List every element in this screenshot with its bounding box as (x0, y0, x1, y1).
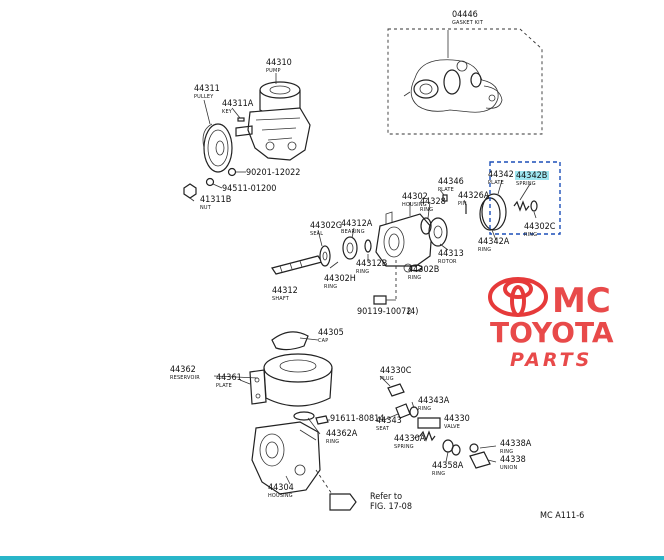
pump-internals (271, 161, 561, 305)
part-name-44342A: RING (478, 247, 491, 253)
watermark: MC TOYOTA PARTS (488, 277, 614, 371)
part-name-44338A: RING (500, 449, 513, 455)
part-name-44330C: PLUG (380, 376, 394, 382)
part-name-44326A: PIN (458, 201, 467, 207)
part-no-44342B: 44342B (516, 171, 547, 181)
part-no-44313: 44313 (438, 249, 464, 259)
part-no-44358A: 44358A (432, 461, 464, 471)
part-no-44362A: 44362A (326, 429, 358, 439)
part-name-44311: PULLEY (194, 94, 214, 100)
part-no-91611-80814: 91611-80814 (330, 414, 384, 424)
part-name-90119-10072: (4) (407, 307, 418, 317)
bottom-bar (0, 556, 664, 560)
part-no-44311A: 44311A (222, 99, 254, 109)
part-no-04446: 04446 (452, 10, 478, 20)
part-no-44361: 44361 (216, 373, 242, 383)
part-no-44330: 44330 (444, 414, 470, 424)
part-no-44302H: 44302H (324, 274, 356, 284)
part-name-44302G: SEAL (310, 231, 323, 237)
watermark-brand-toyota: TOYOTA (490, 316, 614, 349)
part-no-44343: 44343 (376, 416, 402, 426)
part-name-44362A: RING (326, 439, 339, 445)
part-no-44342A: 44342A (478, 237, 510, 247)
part-no-44330A: 44330A (394, 434, 426, 444)
part-no-44302C: 44302C (524, 222, 556, 232)
part-no-44310: 44310 (266, 58, 292, 68)
refer-note-line1: Refer to (370, 492, 402, 502)
gasket-kit-inset (387, 28, 543, 135)
part-no-44362: 44362 (170, 365, 196, 375)
part-name-44312A: BEARING (341, 229, 365, 235)
part-name-44302C: RING (524, 232, 537, 238)
part-name-44330A: SPRING (394, 444, 414, 450)
part-name-44330: VALVE (444, 424, 460, 430)
part-name-44312B: RING (356, 269, 369, 275)
part-name-04446: GASKET KIT (452, 20, 484, 26)
part-no-44330C: 44330C (380, 366, 412, 376)
highlight-44342B (515, 171, 549, 180)
part-name-44343: SEAT (376, 426, 390, 432)
part-name-44328: RING (420, 207, 433, 213)
part-no-44343A: 44343A (418, 396, 450, 406)
part-no-44302B: 44302B (408, 265, 439, 275)
part-no-44312: 44312 (272, 286, 298, 296)
part-name-44346: PLATE (438, 187, 454, 193)
refer-note-line2: FIG. 17-08 (370, 502, 412, 512)
part-no-44312A: 44312A (341, 219, 373, 229)
reservoir-assembly (213, 331, 497, 511)
part-name-44361: PLATE (216, 383, 232, 389)
pump-assembly (183, 73, 311, 202)
toyota-emblem-icon (488, 277, 548, 317)
part-no-90119-10072: 90119-10072 (357, 307, 411, 317)
part-no-44304: 44304 (268, 483, 294, 493)
watermark-brand-parts: PARTS (510, 349, 592, 371)
part-no-44338: 44338 (500, 455, 526, 465)
part-name-44302H: RING (324, 284, 337, 290)
part-name-44311A: KEY (222, 109, 233, 115)
part-no-44328: 44328 (420, 197, 446, 207)
part-no-90201-12022: 90201-12022 (246, 168, 300, 178)
part-no-44338A: 44338A (500, 439, 532, 449)
part-no-44326A: 44326A (458, 191, 490, 201)
figure-code: MC A111-6 (540, 511, 584, 521)
part-name-44343A: RING (418, 406, 431, 412)
part-name-44338: UNION (500, 465, 517, 471)
part-no-94511-01200: 94511-01200 (222, 184, 276, 194)
part-no-41311B: 41311B (200, 195, 231, 205)
part-name-44304: HOUSING (268, 493, 293, 499)
watermark-brand-mc: MC (552, 281, 611, 321)
part-name-44342: PLATE (488, 180, 504, 186)
part-name-44312: SHAFT (272, 296, 290, 302)
part-name-44342B: SPRING (516, 181, 536, 187)
part-no-44312B: 44312B (356, 259, 387, 269)
part-name-44305: CAP (318, 338, 328, 344)
part-name-44302: HOUSING (402, 202, 427, 208)
part-name-44310: PUMP (266, 68, 281, 74)
part-no-44346: 44346 (438, 177, 464, 187)
part-no-44342: 44342 (488, 170, 514, 180)
part-name-41311B: NUT (200, 205, 212, 211)
part-no-44305: 44305 (318, 328, 344, 338)
part-name-44302B: RING (408, 275, 421, 281)
part-name-44362: RESERVOIR (170, 375, 200, 381)
part-no-44302G: 44302G (310, 221, 342, 231)
part-name-44358A: RING (432, 471, 445, 477)
part-name-44313: ROTOR (438, 259, 457, 265)
part-no-44302: 44302 (402, 192, 428, 202)
part-labels: 04446 GASKET KIT 44310 PUMP 44311 PULLEY… (170, 10, 584, 521)
part-no-44311: 44311 (194, 84, 220, 94)
